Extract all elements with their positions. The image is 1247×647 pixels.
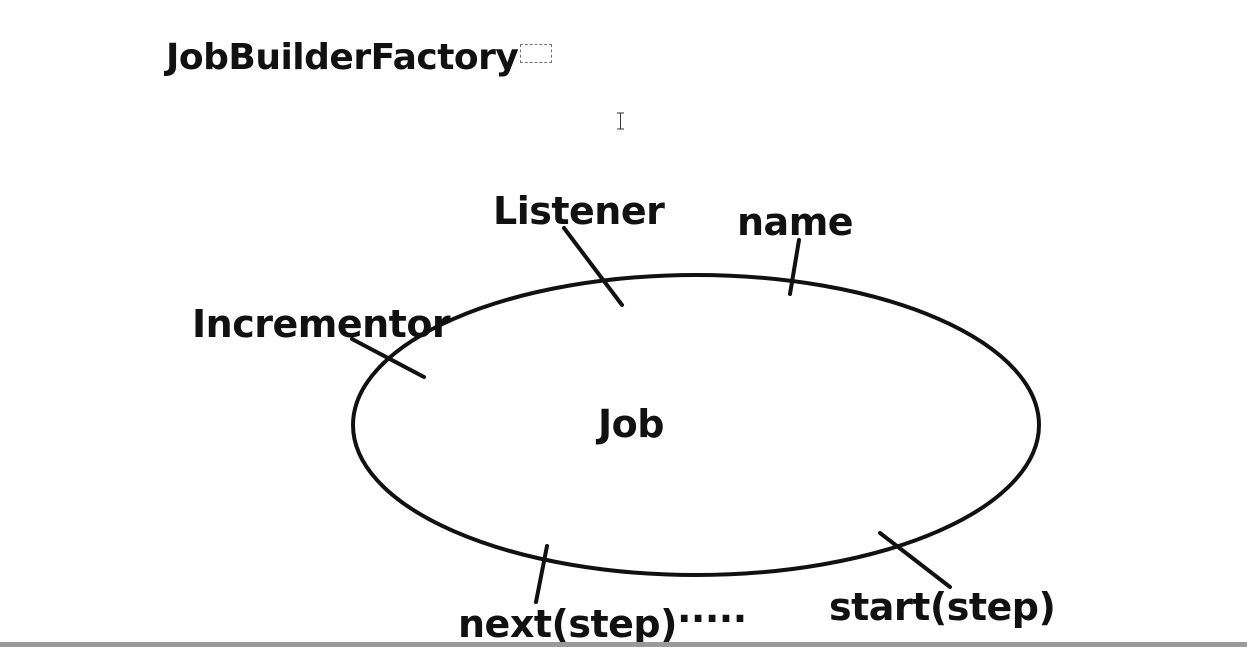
next-step-connector xyxy=(534,544,549,604)
text-cursor-icon xyxy=(617,112,624,130)
page-title: JobBuilderFactory xyxy=(166,37,553,78)
name-label: name xyxy=(737,200,854,244)
ellipsis-label: ..... xyxy=(677,587,747,631)
incrementor-connector xyxy=(350,337,426,379)
listener-connector xyxy=(562,226,624,307)
job-label: Job xyxy=(598,402,664,446)
next-step-label: next(step) xyxy=(458,602,678,646)
incrementor-label: Incrementor xyxy=(192,302,451,346)
job-ellipse xyxy=(351,273,1041,577)
page-title-text: JobBuilderFactory xyxy=(166,37,519,78)
window-bottom-edge xyxy=(0,642,1247,647)
selection-box xyxy=(520,43,553,63)
name-connector xyxy=(788,238,801,296)
start-step-connector xyxy=(878,531,952,589)
start-step-label: start(step) xyxy=(829,585,1056,629)
listener-label: Listener xyxy=(493,189,665,233)
